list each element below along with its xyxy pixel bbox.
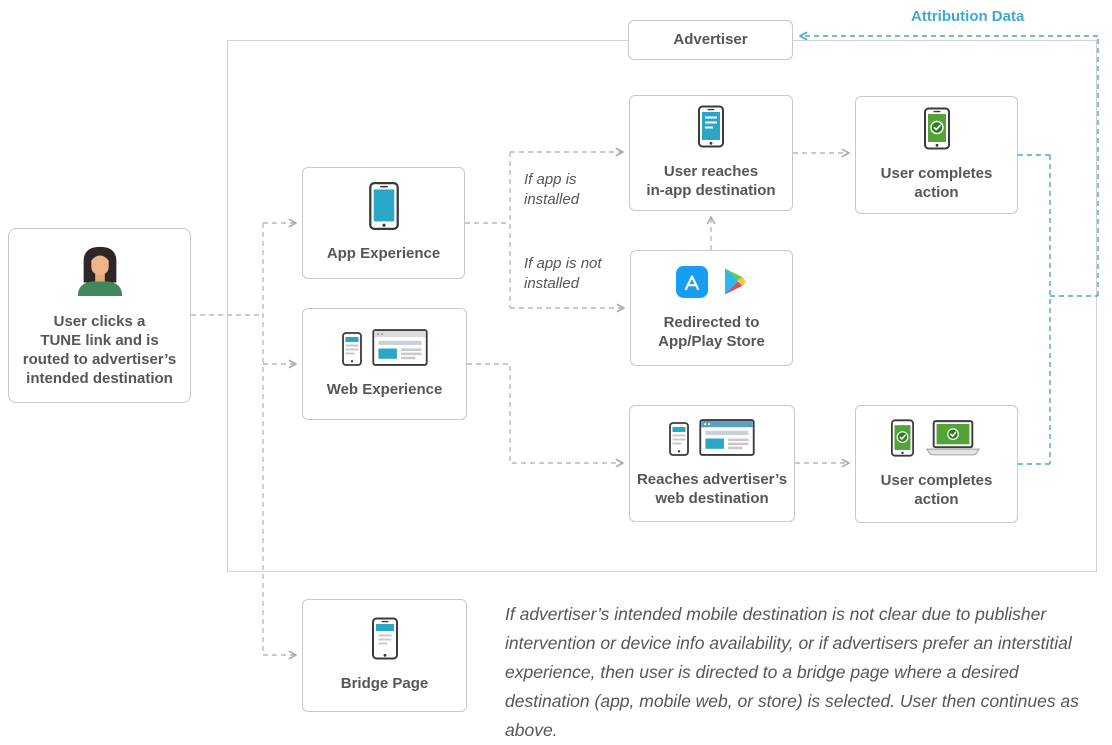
smartphone-icon (341, 331, 362, 371)
node-bridge-page: Bridge Page (302, 599, 467, 712)
smartphone-icon (698, 105, 724, 153)
node-advertiser: Advertiser (628, 20, 793, 60)
node-app-play-store: Redirected to App/Play Store (630, 250, 793, 366)
node-label: Reaches advertiser’s web destination (636, 470, 788, 507)
node-label: Bridge Page (340, 675, 429, 693)
laptop-check-icon (924, 419, 982, 462)
node-in-app-destination: User reaches in-app destination (629, 95, 793, 211)
node-completes-action-web: User completes action (855, 405, 1018, 523)
attribution-data-label: Attribution Data (911, 8, 1025, 25)
node-label: App Experience (326, 245, 441, 263)
node-label: Redirected to App/Play Store (658, 313, 765, 350)
condition-if-app-not-installed: If app is not installed (524, 255, 602, 293)
app-store-icon (675, 265, 709, 304)
play-store-icon (723, 267, 749, 301)
smartphone-check-icon (923, 107, 950, 155)
browser-window-icon (371, 328, 428, 371)
node-label: Web Experience (326, 380, 443, 398)
node-label: User completes action (880, 165, 993, 201)
node-label: User completes action (880, 471, 993, 508)
smartphone-icon (669, 421, 689, 461)
node-web-destination: Reaches advertiser’s web destination (629, 405, 795, 522)
smartphone-icon (371, 617, 398, 665)
node-user: User clicks a TUNE link and is routed to… (8, 228, 191, 403)
node-label: Advertiser (673, 30, 748, 48)
node-label: User reaches in-app destination (646, 163, 776, 199)
node-web-experience: Web Experience (302, 308, 467, 420)
smartphone-check-icon (891, 419, 914, 462)
node-completes-action-app: User completes action (855, 96, 1018, 214)
node-label: User clicks a TUNE link and is routed to… (22, 313, 177, 387)
bridge-page-note: If advertiser’s intended mobile destinat… (505, 604, 1079, 741)
person-avatar-icon (74, 242, 126, 301)
browser-window-icon (699, 418, 755, 461)
node-app-experience: App Experience (302, 167, 465, 279)
smartphone-icon (368, 182, 399, 235)
condition-if-app-installed: If app is installed (524, 171, 580, 209)
